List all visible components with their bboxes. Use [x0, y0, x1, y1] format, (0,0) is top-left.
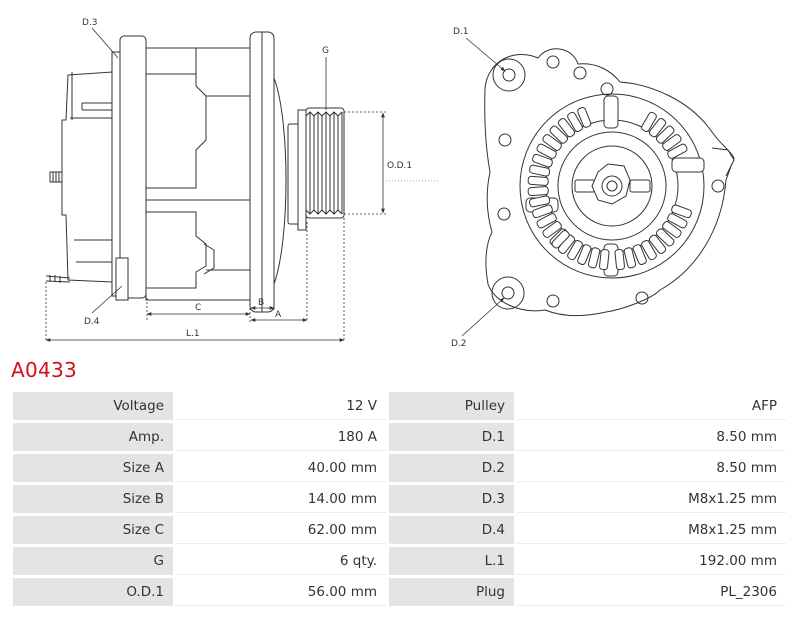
- spec-label: Size C: [13, 516, 173, 544]
- spec-label: Amp.: [13, 423, 173, 451]
- spec-value: 6 qty.: [176, 547, 386, 575]
- spec-value: 180 A: [176, 423, 386, 451]
- front-vent-slots: [527, 107, 692, 271]
- spec-label: D.2: [389, 454, 514, 482]
- part-number-title: A0433: [11, 358, 78, 382]
- alternator-side-view: [45, 31, 345, 313]
- spec-label: Plug: [389, 578, 514, 606]
- label-a: A: [275, 310, 282, 320]
- spec-value: M8x1.25 mm: [517, 485, 786, 513]
- spec-label: Size B: [13, 485, 173, 513]
- spec-value: 12 V: [176, 392, 386, 420]
- spec-label: D.4: [389, 516, 514, 544]
- spec-value: 8.50 mm: [517, 423, 786, 451]
- label-g: G: [322, 46, 329, 56]
- side-view-dimensions: [45, 27, 440, 342]
- alternator-technical-drawing: D.3 G O.D.1 D.4 C B A L.1: [45, 18, 735, 349]
- spec-value: M8x1.25 mm: [517, 516, 786, 544]
- label-d1: D.1: [453, 27, 469, 37]
- spec-value: AFP: [517, 392, 786, 420]
- label-b: B: [258, 298, 264, 308]
- spec-value: 62.00 mm: [176, 516, 386, 544]
- label-d4: D.4: [84, 317, 100, 327]
- spec-label: D.3: [389, 485, 514, 513]
- spec-value: 8.50 mm: [517, 454, 786, 482]
- spec-label: G: [13, 547, 173, 575]
- spec-value: PL_2306: [517, 578, 786, 606]
- spec-label: D.1: [389, 423, 514, 451]
- spec-value: 192.00 mm: [517, 547, 786, 575]
- label-l1: L.1: [186, 329, 200, 339]
- alternator-front-view: [484, 48, 735, 317]
- spec-label: O.D.1: [13, 578, 173, 606]
- label-od1: O.D.1: [387, 161, 412, 171]
- spec-label: Pulley: [389, 392, 514, 420]
- spec-label: L.1: [389, 547, 514, 575]
- spec-value: 56.00 mm: [176, 578, 386, 606]
- spec-label: Size A: [13, 454, 173, 482]
- label-c: C: [195, 303, 201, 313]
- spec-value: 14.00 mm: [176, 485, 386, 513]
- label-d2: D.2: [451, 339, 467, 349]
- spec-label: Voltage: [13, 392, 173, 420]
- spec-value: 40.00 mm: [176, 454, 386, 482]
- label-d3: D.3: [82, 18, 98, 28]
- front-view-leaders: [461, 37, 506, 337]
